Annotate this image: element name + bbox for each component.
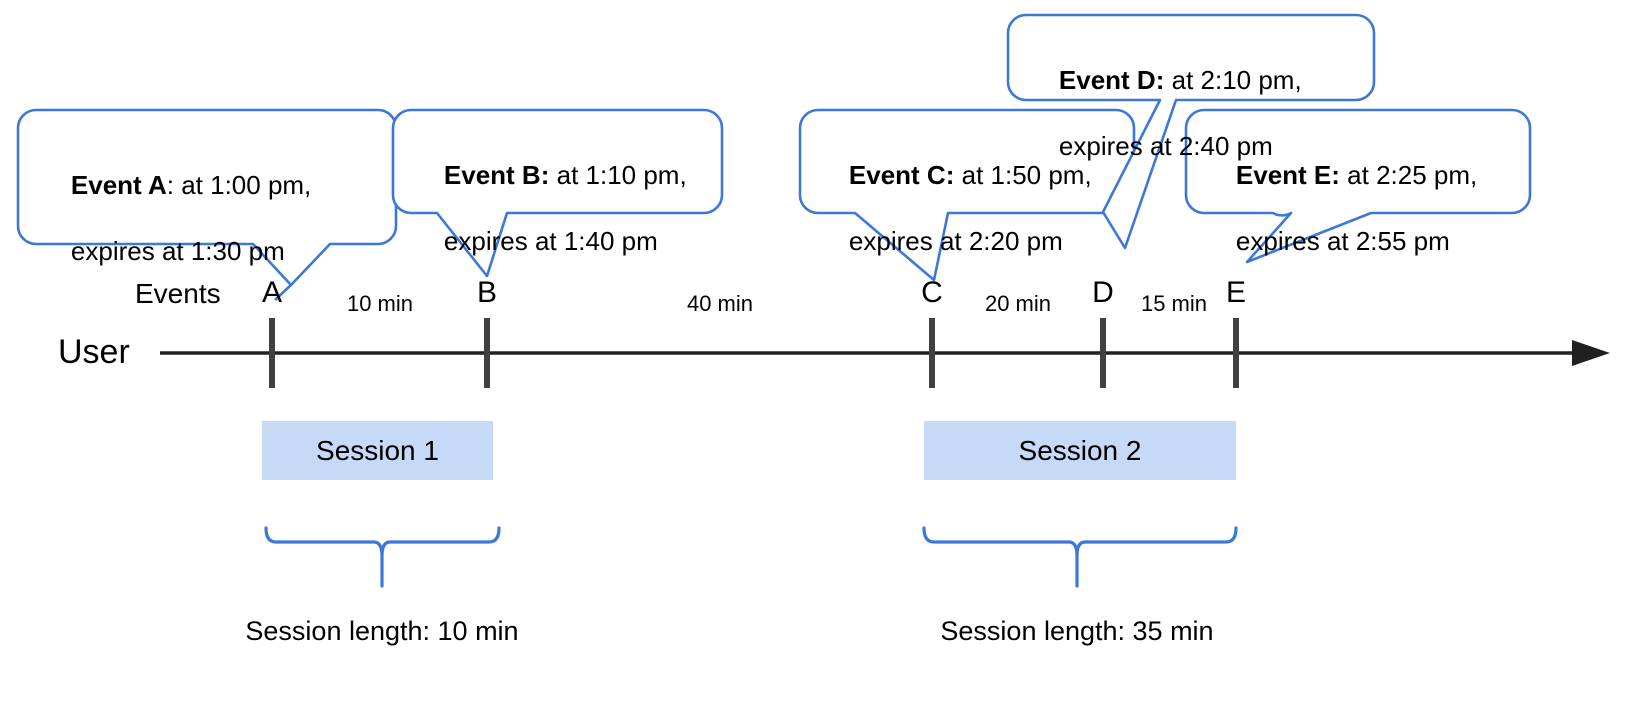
callout-sep-b — [549, 160, 556, 190]
tick-label-e: E — [1225, 276, 1246, 309]
callout-line1-e: at 2:25 pm, — [1347, 160, 1478, 190]
timeline-axis-arrowhead — [1572, 340, 1610, 366]
callout-label-a: Event A: at 1:00 pm, expires at 1:30 pm — [42, 136, 382, 301]
callout-line1-d: at 2:10 pm, — [1171, 65, 1302, 95]
callout-sep-a: : — [166, 170, 182, 200]
callout-lead-c: Event C: — [848, 160, 955, 190]
interval-label-b-c: 40 min — [686, 291, 754, 316]
callout-label-c: Event C: at 1:50 pm, expires at 2:20 pm — [820, 126, 1140, 291]
interval-label-c-d: 20 min — [984, 291, 1052, 316]
tick-label-d: D — [1092, 276, 1114, 309]
callout-line2-a: expires at 1:30 pm — [70, 236, 285, 266]
callout-line2-d: expires at 2:40 pm — [1058, 131, 1273, 161]
session-brace-2 — [922, 526, 1238, 558]
events-row-label: Events — [135, 278, 221, 309]
callout-line1-c: at 1:50 pm, — [961, 160, 1092, 190]
session-box-2: Session 2 — [924, 421, 1236, 480]
callout-line2-b: expires at 1:40 pm — [443, 226, 658, 256]
tick-label-b: B — [476, 276, 497, 309]
session-box-2-label: Session 2 — [1018, 434, 1142, 466]
tick-label-c: C — [921, 276, 943, 309]
interval-label-d-e: 15 min — [1140, 291, 1208, 316]
session-box-1-label: Session 1 — [316, 434, 439, 466]
callout-line2-e: expires at 2:55 pm — [1235, 226, 1450, 256]
session-length-label-1: Session length: 10 min — [245, 616, 519, 646]
callout-line1-a: at 1:00 pm, — [181, 170, 312, 200]
interval-label-a-b: 10 min — [346, 291, 414, 316]
session-length-label-2: Session length: 35 min — [940, 616, 1214, 646]
callout-sep-c — [954, 160, 961, 190]
callout-label-d: Event D: at 2:10 pm, expires at 2:40 pm — [1030, 31, 1370, 196]
session-box-1: Session 1 — [262, 421, 493, 480]
callout-lead-b: Event B: — [443, 160, 550, 190]
session-brace-1 — [264, 526, 501, 558]
tick-label-a: A — [261, 276, 282, 309]
callout-lead-e: Event E: — [1235, 160, 1340, 190]
callout-line2-c: expires at 2:20 pm — [848, 226, 1063, 256]
callout-lead-a: Event A — [70, 170, 167, 200]
callout-label-e: Event E: at 2:25 pm, expires at 2:55 pm — [1207, 126, 1527, 291]
callout-label-b: Event B: at 1:10 pm, expires at 1:40 pm — [415, 126, 725, 291]
lane-label-user: User — [58, 333, 130, 371]
callout-lead-d: Event D: — [1058, 65, 1165, 95]
callout-sep-d — [1164, 65, 1171, 95]
callout-line1-b: at 1:10 pm, — [556, 160, 687, 190]
